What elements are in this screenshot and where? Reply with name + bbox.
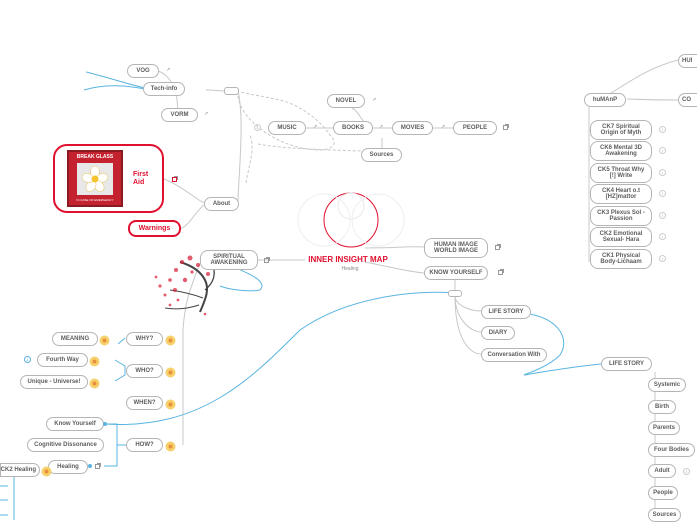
badge-top-text: BREAK GLASS — [76, 154, 114, 160]
external-link-icon[interactable] — [498, 269, 504, 275]
chakra-node-5[interactable]: CK5 Throat Why [!] Write — [590, 163, 652, 183]
warnings-node[interactable]: Warnings — [128, 220, 181, 237]
chakra-node-7[interactable]: CK7 Spiritual Origin of Myth — [590, 120, 652, 140]
chakra-node-6[interactable]: CK6 Mental 3D Awakening — [590, 141, 652, 161]
chakra-expand-icon[interactable]: i — [659, 233, 666, 240]
books-node[interactable]: BOOKS — [333, 121, 373, 135]
about-node[interactable]: About — [204, 197, 239, 211]
chakra-expand-icon[interactable]: i — [659, 126, 666, 133]
life-story-item[interactable]: People — [648, 486, 678, 500]
external-link-icon[interactable] — [495, 244, 501, 250]
life-story-branch-node[interactable]: LIFE STORY — [601, 357, 652, 371]
break-glass-image: BREAK GLASS IN CASE OF EMERGENCY — [67, 150, 123, 207]
co-node[interactable]: CO — [678, 93, 697, 107]
link-dot — [103, 422, 107, 426]
central-topic-subtitle: Healing — [341, 266, 359, 272]
spiritual-awakening-node[interactable]: SPIRITUAL AWAKENING — [200, 250, 258, 270]
flower-icon — [165, 439, 176, 452]
movies-node[interactable]: MOVIES — [392, 121, 433, 135]
first-aid-label: First Aid — [133, 171, 149, 186]
know-yourself-link-node[interactable]: Know Yourself — [46, 417, 104, 431]
life-story-item[interactable]: Systemic — [648, 378, 686, 392]
cherry-tree-icon — [154, 255, 216, 316]
flower-icon — [99, 333, 110, 346]
know-yourself-node[interactable]: KNOW YOURSELF — [424, 266, 488, 280]
vog-node[interactable]: VOG — [127, 64, 159, 78]
conversation-node[interactable]: Conversation With — [481, 348, 547, 362]
flower-icon — [89, 354, 100, 367]
attachment-icon: ↗ — [379, 124, 384, 130]
chakra-expand-icon[interactable]: i — [659, 147, 666, 154]
attachment-icon: ↗ — [441, 124, 446, 130]
flower-icon — [165, 365, 176, 378]
attachment-icon: ↗ — [204, 111, 209, 117]
external-link-icon[interactable] — [503, 124, 509, 130]
cognitive-dissonance-node[interactable]: Cognitive Dissonance — [27, 438, 104, 452]
chakra-node-2[interactable]: CK2 Emotional Sexual- Hara — [590, 227, 652, 247]
healing-node[interactable]: Healing — [48, 460, 88, 474]
link-dot — [88, 464, 92, 468]
when-node[interactable]: WHEN? — [126, 396, 163, 410]
chakra-node-1[interactable]: CK1 Physical Body-Lichaam — [590, 249, 652, 269]
central-topic-title[interactable]: INNER INSIGHT MAP — [308, 255, 388, 264]
flower-icon — [41, 464, 52, 477]
external-link-icon[interactable] — [95, 463, 101, 469]
flower-icon — [165, 397, 176, 410]
chakra-expand-icon[interactable]: i — [659, 169, 666, 176]
attachment-icon: ↗ — [166, 67, 171, 73]
tech-collapse-node[interactable] — [224, 87, 239, 95]
chakra-expand-icon[interactable]: i — [659, 255, 666, 262]
first-aid-node[interactable]: BREAK GLASS IN CASE OF EMERGENCY First A… — [53, 144, 164, 213]
how-node[interactable]: HOW? — [126, 438, 163, 452]
ck2-healing-node[interactable]: CK2 Healing — [0, 463, 40, 477]
vorm-node[interactable]: VORM — [161, 108, 198, 122]
why-node[interactable]: WHY? — [126, 332, 163, 346]
collapse-icon[interactable]: 1 — [683, 468, 690, 475]
fourth-way-node[interactable]: Fourth Way — [37, 353, 88, 367]
chakra-node-3[interactable]: CK3 Plexus Sol - Passion — [590, 206, 652, 226]
life-story-node[interactable]: LIFE STORY — [481, 305, 531, 319]
flower-icon — [165, 333, 176, 346]
sources-node[interactable]: Sources — [361, 148, 402, 162]
unique-universe-node[interactable]: Unique - Universe! — [20, 375, 88, 389]
hu-node[interactable]: HUI — [678, 54, 697, 68]
flower-icon — [89, 376, 100, 389]
collapse-icon[interactable]: 1 — [254, 124, 261, 131]
chakra-expand-icon[interactable]: i — [659, 190, 666, 197]
human-node[interactable]: huMAnP — [584, 93, 626, 107]
attachment-icon: ↗ — [313, 124, 318, 130]
collapse-icon[interactable]: 1 — [24, 356, 31, 363]
chakra-expand-icon[interactable]: i — [659, 212, 666, 219]
external-link-icon[interactable] — [264, 257, 270, 263]
chakra-node-4[interactable]: CK4 Heart o.t [HZ]mattor — [590, 184, 652, 204]
tech-info-node[interactable]: Tech-info — [143, 82, 185, 96]
life-story-item[interactable]: Parents — [648, 421, 680, 435]
life-story-item[interactable]: Four Bodies — [648, 443, 695, 457]
attachment-icon: ↗ — [372, 97, 377, 103]
collapse-handle[interactable] — [448, 290, 462, 297]
external-link-icon[interactable] — [172, 176, 178, 182]
novel-node[interactable]: NOVEL — [327, 94, 365, 108]
flower-icon — [77, 163, 113, 195]
diary-node[interactable]: DIARY — [481, 326, 515, 340]
people-node[interactable]: PEOPLE — [453, 121, 497, 135]
who-node[interactable]: WHO? — [126, 364, 163, 378]
badge-bottom-text: IN CASE OF EMERGENCY — [76, 198, 114, 202]
meaning-node[interactable]: MEANING — [52, 332, 98, 346]
life-story-item[interactable]: Adult — [648, 464, 676, 478]
human-image-node[interactable]: HUMAN IMAGE WORLD IMAGE — [424, 238, 488, 258]
life-story-item[interactable]: Birth — [648, 400, 676, 414]
music-node[interactable]: MUSIC — [268, 121, 306, 135]
